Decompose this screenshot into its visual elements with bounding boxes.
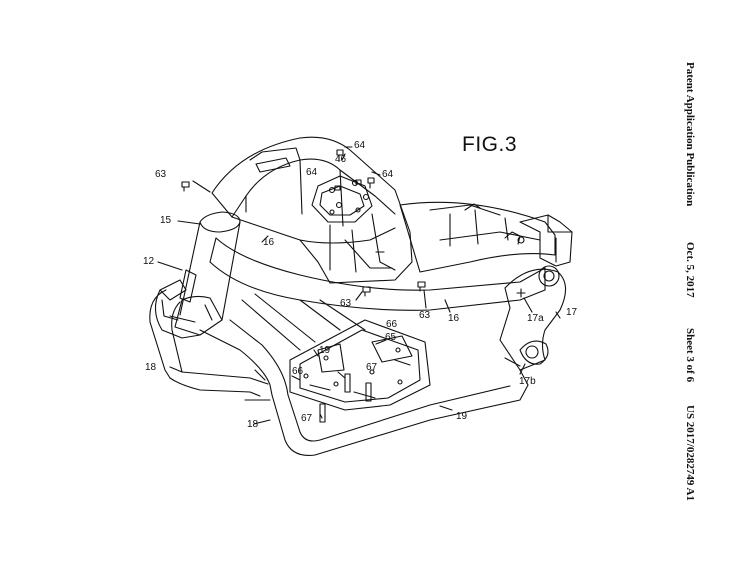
reference-label: 63	[155, 169, 167, 180]
figure-title: FIG.3	[462, 133, 518, 156]
patent-header-strip: Patent Application Publication Oct. 5, 2…	[676, 62, 700, 502]
reference-label: 16	[263, 237, 275, 248]
reference-label: 18	[145, 362, 157, 373]
reference-label: 12	[143, 256, 155, 267]
reference-label: 46	[335, 154, 347, 165]
reference-label: 19	[319, 345, 331, 356]
reference-label: 63	[419, 310, 431, 321]
reference-label: 16	[448, 313, 460, 324]
reference-label: 66	[292, 366, 304, 377]
reference-label: 17a	[527, 313, 544, 324]
sheet-number: Sheet 3 of 6	[684, 328, 696, 383]
reference-label: 63	[340, 298, 352, 309]
reference-label: 67	[301, 413, 313, 424]
reference-label: 18	[247, 419, 259, 430]
reference-label: 64	[306, 167, 318, 178]
reference-label: 64	[382, 169, 394, 180]
reference-label: 64	[354, 140, 366, 151]
reference-label: 65	[385, 332, 397, 343]
reference-label: 15	[160, 215, 172, 226]
reference-label: 66	[386, 319, 398, 330]
publication-number: US 2017/0282749 A1	[684, 405, 696, 501]
reference-label: 17	[566, 307, 578, 318]
publication-type: Patent Application Publication	[684, 62, 696, 207]
reference-label: 17b	[519, 376, 536, 387]
reference-label: 19	[456, 411, 468, 422]
publication-date: Oct. 5, 2017	[684, 242, 696, 298]
reference-label: 67	[366, 362, 378, 373]
